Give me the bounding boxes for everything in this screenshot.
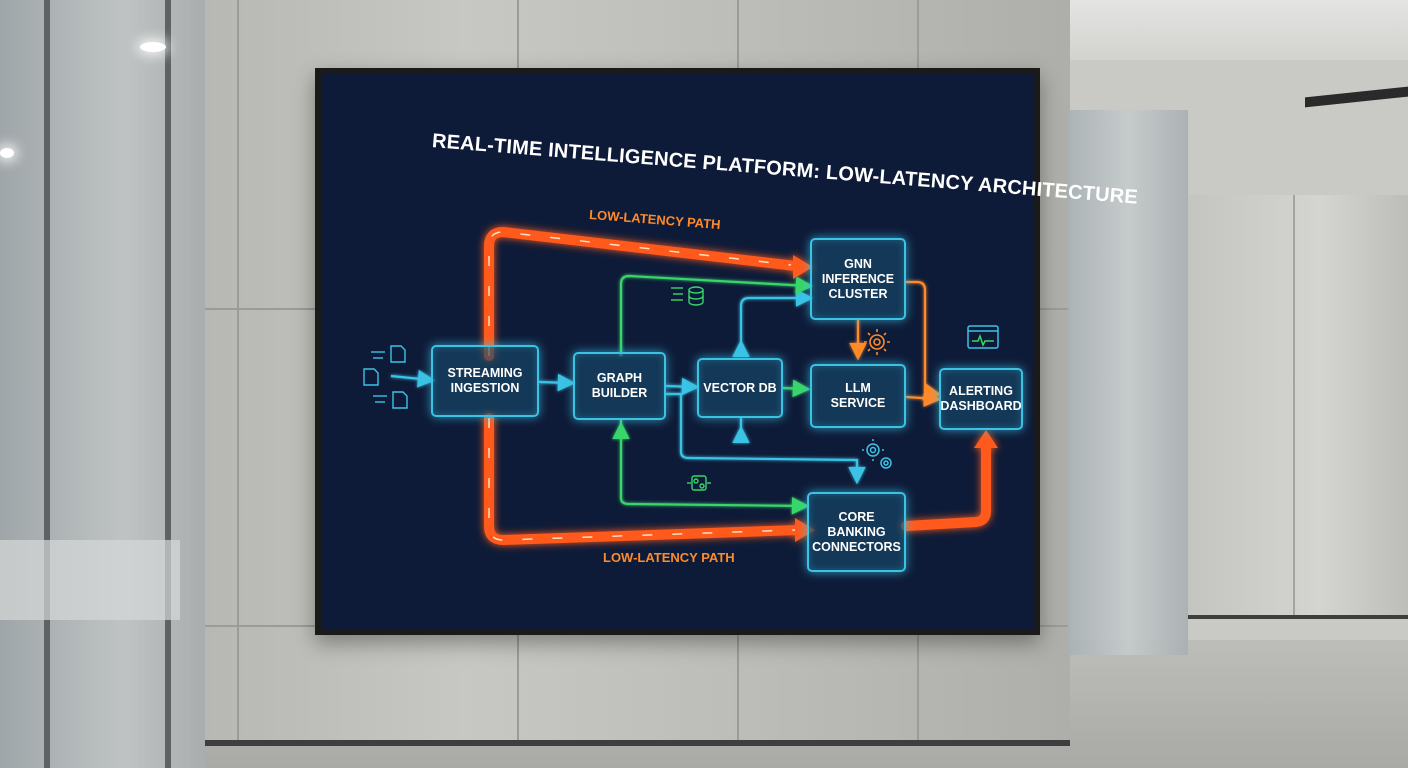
ceiling-light	[140, 42, 166, 52]
ceiling-track-light	[1305, 86, 1408, 108]
display-screen: REAL-TIME INTELLIGENCE PLATFORM: LOW-LAT…	[315, 68, 1139, 635]
orange-flows	[849, 280, 942, 407]
mullion	[165, 0, 171, 768]
office-desk	[0, 540, 180, 620]
node-label-line: CORE BANKING	[827, 509, 886, 539]
node-label-line: ALERTING	[949, 384, 1013, 398]
concrete-pillar	[1188, 195, 1408, 619]
database-icon	[671, 286, 704, 306]
node-label-line: CLUSTER	[828, 286, 888, 301]
low-latency-path-top	[484, 226, 813, 361]
low-latency-path-label-bottom: LOW-LATENCY PATH	[603, 550, 735, 565]
glass-partition-left	[0, 0, 205, 768]
node-label-line: INGESTION	[450, 381, 520, 395]
node-label-line: DASHBOARD	[940, 399, 1022, 413]
node-label-line: BUILDER	[591, 386, 648, 400]
node-label-line: INFERENCE	[821, 271, 895, 286]
ceiling-light	[0, 148, 14, 158]
glass-partition-right	[1068, 110, 1188, 655]
node-label-line: GRAPH	[596, 371, 643, 385]
node-label-line: CONNECTORS	[812, 539, 901, 554]
low-latency-path-bottom	[484, 413, 998, 546]
node-label-line: LLM	[845, 381, 871, 395]
green-flows	[612, 274, 814, 515]
blue-flows	[390, 289, 866, 485]
node-label-line: VECTOR DB	[703, 380, 777, 395]
monitor-heartbeat-icon	[967, 325, 999, 349]
node-label-line: STREAMING	[447, 366, 523, 380]
wall-seam	[237, 0, 239, 740]
node-label-line: GNN	[844, 256, 872, 271]
document-icon	[363, 345, 408, 409]
gears-icon	[862, 439, 892, 469]
wall-seam	[1293, 195, 1295, 615]
gear-icon	[864, 329, 890, 355]
node-label-line: SERVICE	[830, 396, 886, 410]
node-vector-db[interactable]: VECTOR DB	[697, 358, 783, 418]
diagram-connections	[363, 226, 999, 546]
cluster-icon	[687, 475, 711, 491]
mullion	[44, 0, 50, 768]
